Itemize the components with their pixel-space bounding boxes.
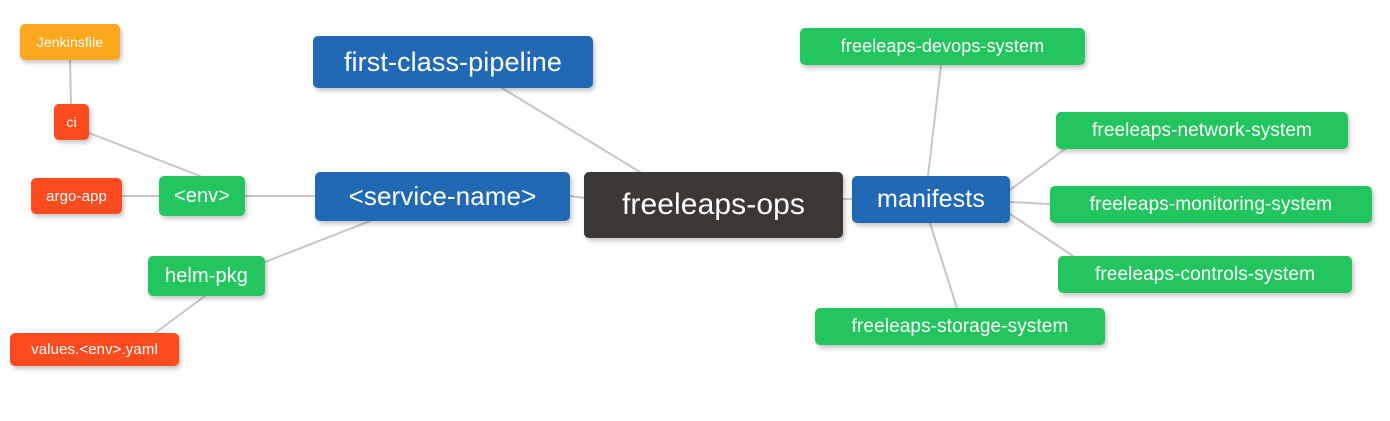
edge-manifests-to-freeleaps-devops-system — [927, 64, 942, 177]
node-first-class-pipeline[interactable]: first-class-pipeline — [313, 36, 593, 88]
node-freeleaps-network-system[interactable]: freeleaps-network-system — [1056, 112, 1348, 149]
node-label-freeleaps-storage-system: freeleaps-storage-system — [851, 315, 1069, 337]
node-label-helm-pkg: helm-pkg — [164, 264, 249, 287]
edge-manifests-to-freeleaps-network-system — [1009, 148, 1066, 191]
node-label-ci: ci — [66, 114, 77, 130]
node-ci[interactable]: ci — [54, 104, 89, 140]
node-label-freeleaps-ops: freeleaps-ops — [621, 188, 806, 221]
node-freeleaps-controls-system[interactable]: freeleaps-controls-system — [1058, 256, 1352, 293]
node-service-name[interactable]: <service-name> — [315, 172, 570, 221]
node-label-first-class-pipeline: first-class-pipeline — [343, 46, 563, 77]
edge-first-class-pipeline-to-freeleaps-ops — [501, 87, 641, 173]
node-label-env: <env> — [173, 184, 231, 207]
node-argo-app[interactable]: argo-app — [31, 178, 122, 214]
edge-service-name-to-freeleaps-ops — [569, 195, 585, 199]
edge-manifests-to-freeleaps-storage-system — [929, 222, 958, 309]
node-label-manifests: manifests — [877, 185, 985, 213]
node-manifests[interactable]: manifests — [852, 176, 1010, 223]
node-values-yaml[interactable]: values.<env>.yaml — [10, 333, 179, 366]
node-freeleaps-ops[interactable]: freeleaps-ops — [584, 172, 843, 238]
edge-values-yaml-to-helm-pkg — [154, 295, 206, 334]
node-label-jenkinsfile: Jenkinsfile — [36, 34, 104, 50]
node-label-values-yaml: values.<env>.yaml — [31, 341, 158, 358]
node-env[interactable]: <env> — [159, 176, 245, 216]
node-label-freeleaps-network-system: freeleaps-network-system — [1092, 119, 1312, 141]
edge-helm-pkg-to-service-name — [264, 220, 371, 263]
node-label-service-name: <service-name> — [348, 181, 537, 211]
node-freeleaps-monitoring-system[interactable]: freeleaps-monitoring-system — [1050, 186, 1372, 223]
edge-jenkinsfile-to-ci — [69, 59, 72, 105]
node-label-argo-app: argo-app — [46, 187, 107, 205]
edge-manifests-to-freeleaps-monitoring-system — [1009, 201, 1051, 205]
node-freeleaps-storage-system[interactable]: freeleaps-storage-system — [815, 308, 1105, 345]
edge-ci-to-env — [88, 132, 201, 177]
node-freeleaps-devops-system[interactable]: freeleaps-devops-system — [800, 28, 1085, 65]
node-label-freeleaps-devops-system: freeleaps-devops-system — [840, 36, 1045, 56]
node-label-freeleaps-monitoring-system: freeleaps-monitoring-system — [1089, 193, 1333, 215]
node-helm-pkg[interactable]: helm-pkg — [148, 256, 265, 296]
node-jenkinsfile[interactable]: Jenkinsfile — [20, 24, 120, 60]
node-label-freeleaps-controls-system: freeleaps-controls-system — [1094, 263, 1316, 285]
